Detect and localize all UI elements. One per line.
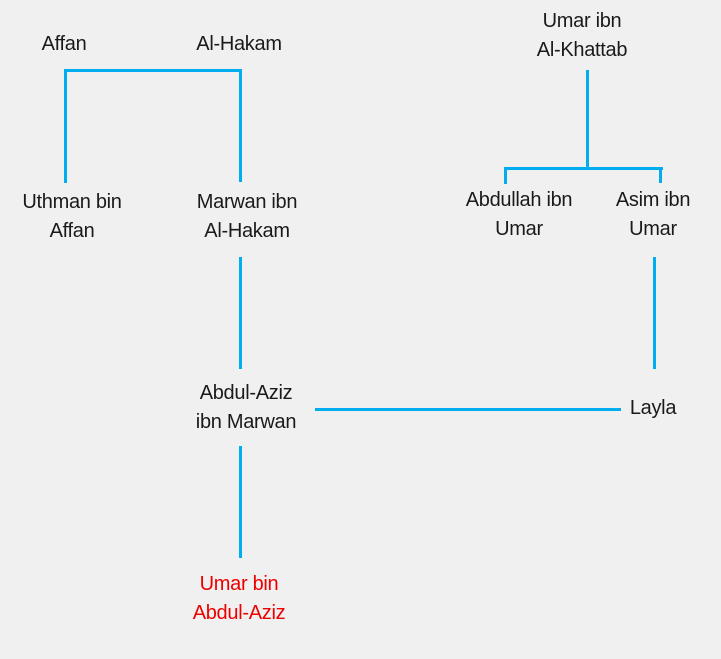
node-al-hakam: Al-Hakam <box>196 30 282 59</box>
node-marwan-ibn-al-hakam: Marwan ibn Al-Hakam <box>196 188 298 246</box>
connector-to-uthman <box>64 69 67 183</box>
node-asim-ibn-umar: Asim ibn Umar <box>615 186 691 244</box>
node-uthman-bin-affan: Uthman bin Affan <box>22 188 122 246</box>
node-layla-line1: Layla <box>629 397 677 419</box>
node-asim-ibn-umar-line1: Asim ibn <box>615 189 691 211</box>
node-abdullah-ibn-umar-line2: Umar <box>495 218 543 240</box>
node-umar-bin-abdul-aziz-line2: Abdul-Aziz <box>192 602 286 624</box>
node-umar-ibn-al-khattab-line2: Al-Khattab <box>536 39 628 61</box>
node-layla: Layla <box>629 394 677 423</box>
node-marwan-ibn-al-hakam-line1: Marwan ibn <box>196 191 298 213</box>
node-abdul-aziz-ibn-marwan-line2: ibn Marwan <box>195 411 297 433</box>
node-abdullah-ibn-umar: Abdullah ibn Umar <box>466 186 573 244</box>
connector-marriage-abdul-aziz-layla <box>315 408 621 411</box>
connector-affan-alhakam-top <box>64 69 242 72</box>
node-umar-bin-abdul-aziz-line1: Umar bin <box>199 573 279 595</box>
node-affan: Affan <box>42 30 87 59</box>
node-umar-bin-abdul-aziz: Umar bin Abdul-Aziz <box>193 570 286 628</box>
node-affan-line1: Affan <box>41 33 87 55</box>
node-umar-ibn-al-khattab-line1: Umar ibn <box>542 10 622 32</box>
connector-asim-to-layla <box>653 257 656 369</box>
node-marwan-ibn-al-hakam-line2: Al-Hakam <box>204 220 290 242</box>
connector-marwan-to-abdul-aziz <box>239 257 242 369</box>
node-asim-ibn-umar-line2: Umar <box>629 218 677 240</box>
connector-umar-khattab-trunk <box>586 70 589 170</box>
connector-umar-khattab-children-bar <box>504 167 663 170</box>
connector-to-marwan <box>239 69 242 182</box>
node-uthman-bin-affan-line1: Uthman bin <box>22 191 122 213</box>
node-abdul-aziz-ibn-marwan-line1: Abdul-Aziz <box>199 382 293 404</box>
node-umar-ibn-al-khattab: Umar ibn Al-Khattab <box>536 7 628 65</box>
node-uthman-bin-affan-line2: Affan <box>49 220 95 242</box>
node-al-hakam-line1: Al-Hakam <box>196 33 282 55</box>
node-abdullah-ibn-umar-line1: Abdullah ibn <box>465 189 573 211</box>
connector-to-abdullah <box>504 167 507 184</box>
connector-abdul-aziz-to-umar <box>239 446 242 558</box>
node-abdul-aziz-ibn-marwan: Abdul-Aziz ibn Marwan <box>195 379 297 437</box>
connector-to-asim <box>659 167 662 183</box>
